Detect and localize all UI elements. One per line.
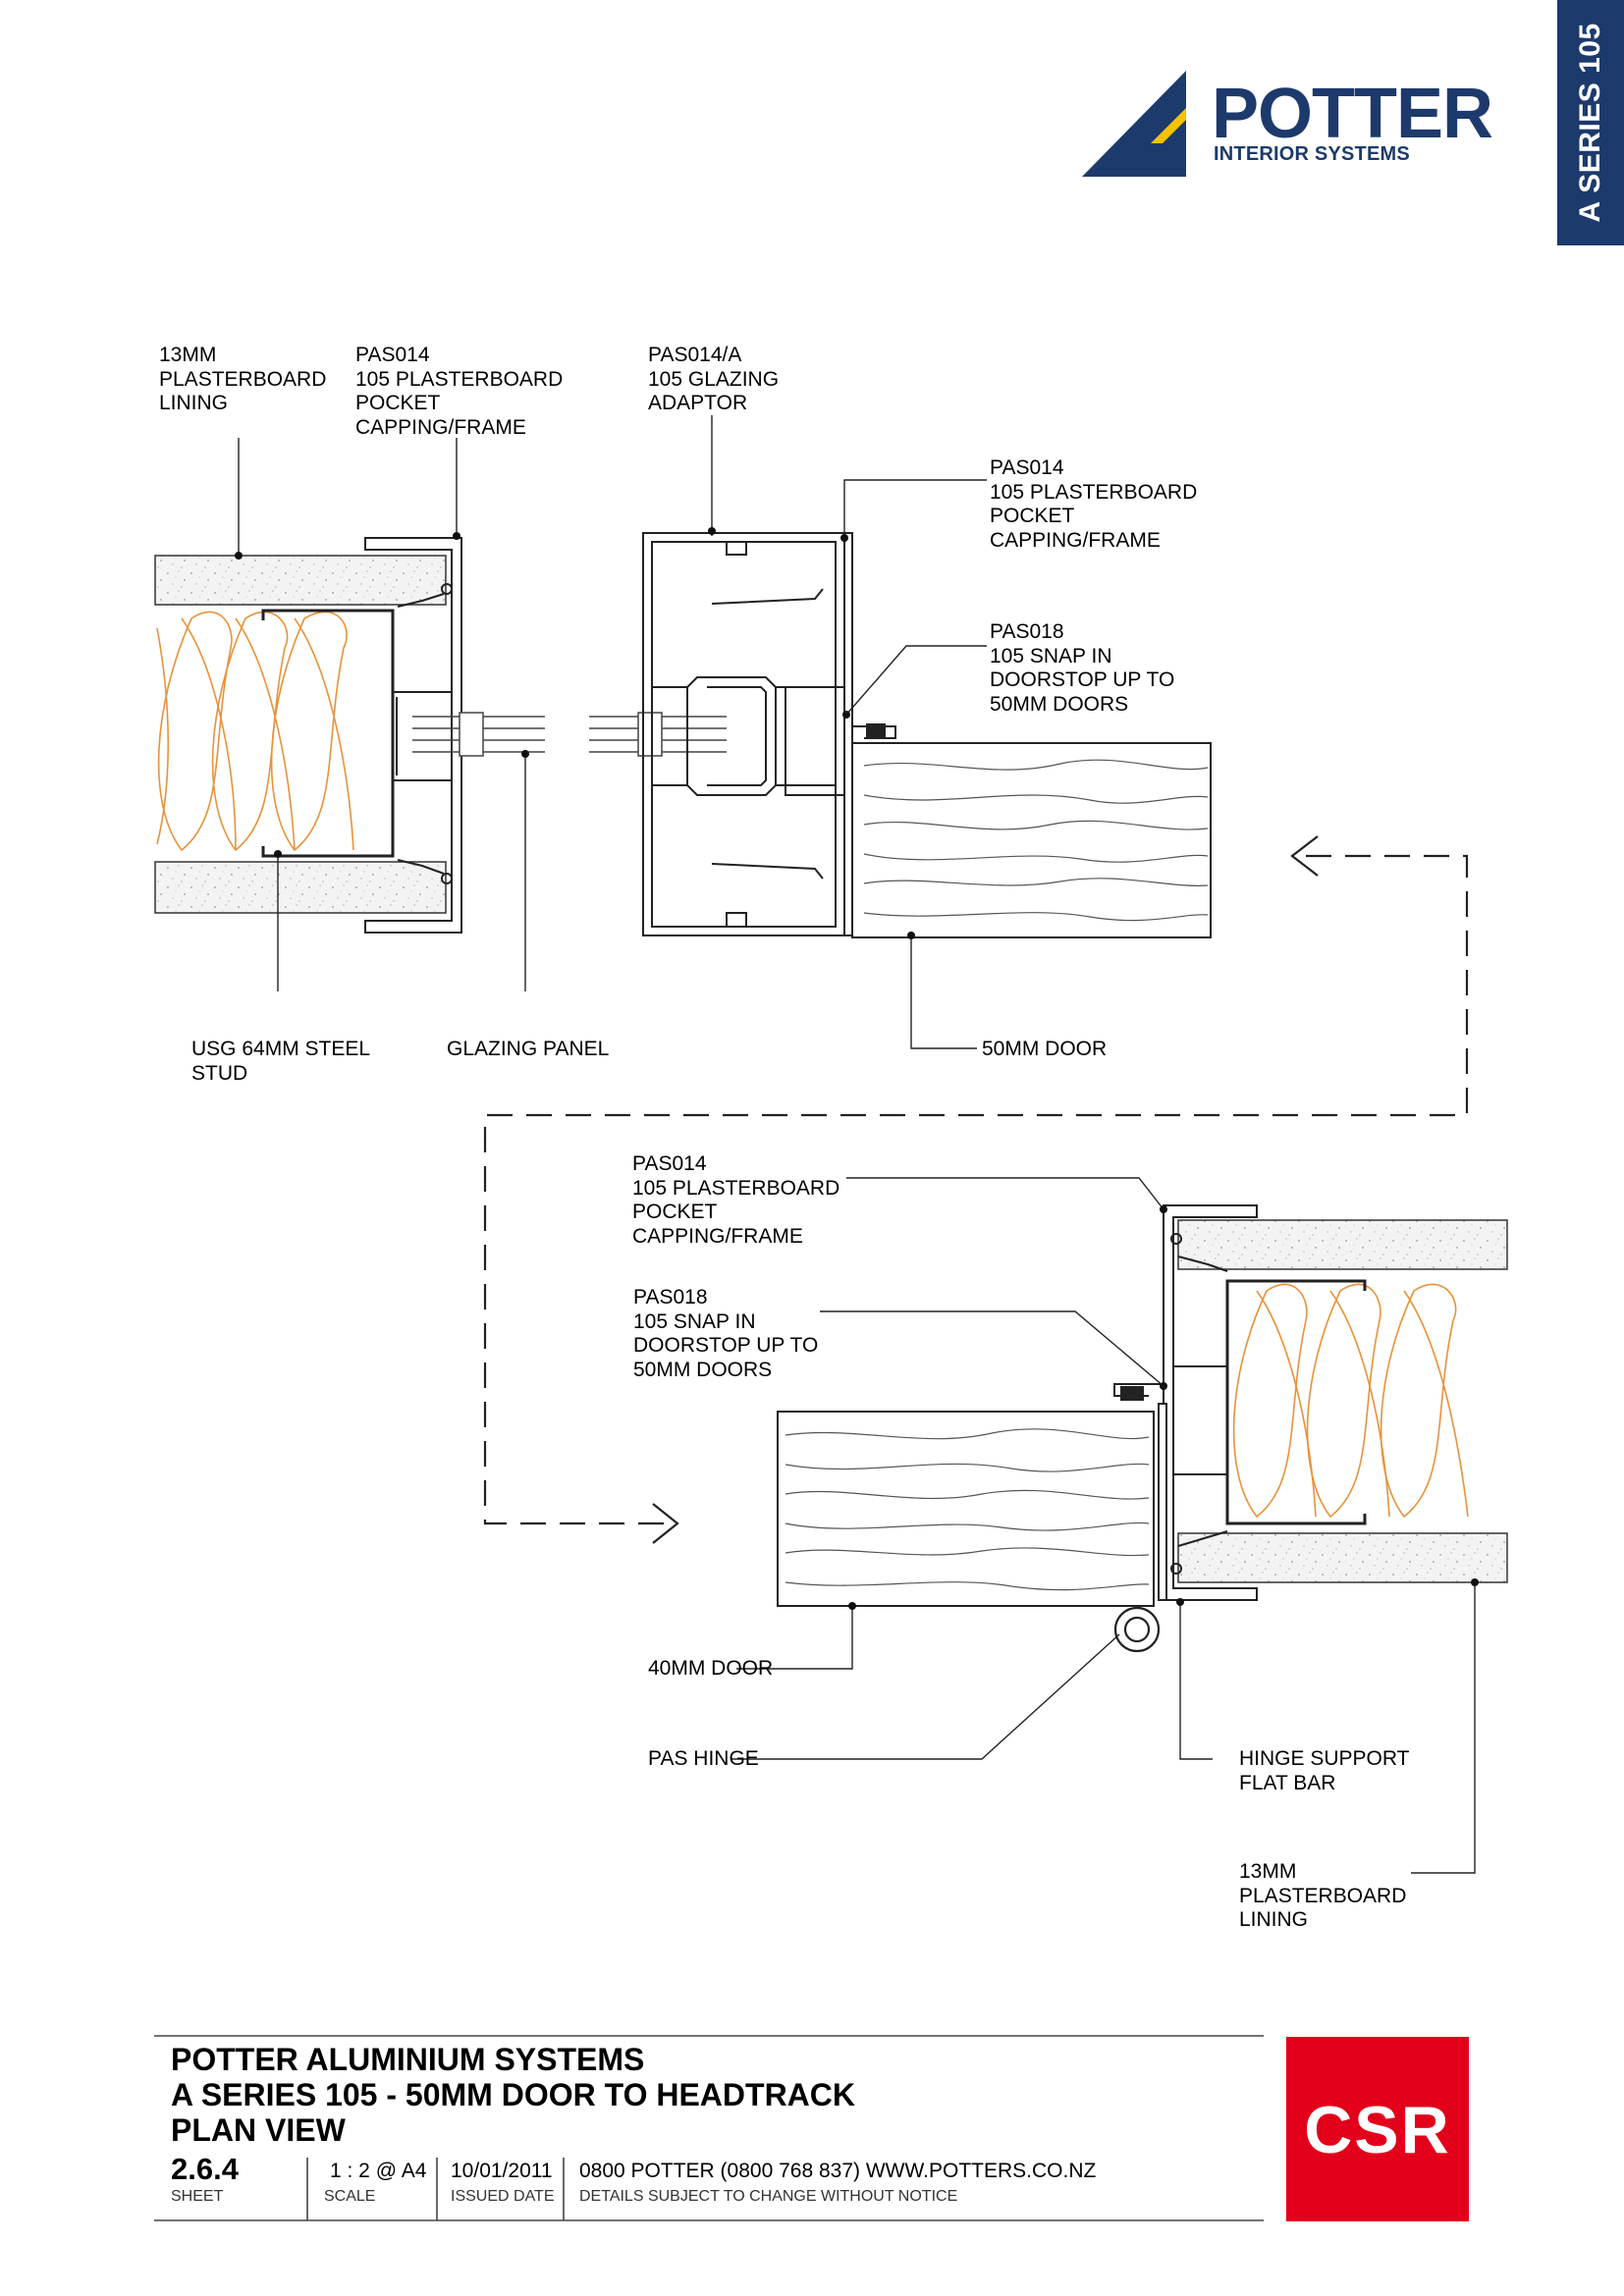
disclaimer-line: DETAILS SUBJECT TO CHANGE WITHOUT NOTICE	[579, 2188, 958, 2205]
label-doorstop-lower: PAS018 105 SNAP IN DOORSTOP UP TO 50MM D…	[633, 1286, 819, 1381]
transfer-arrows	[483, 835, 1469, 1544]
label-steel-stud: USG 64MM STEEL STUD	[191, 1038, 371, 1085]
title-block-lines	[154, 2035, 1264, 2221]
insulation-top	[156, 611, 354, 852]
label-hinge-support: HINGE SUPPORT FLAT BAR	[1239, 1747, 1410, 1794]
csr-logo-text: CSR	[1304, 2093, 1451, 2167]
label-capping-lower: PAS014 105 PLASTERBOARD POCKET CAPPING/F…	[632, 1152, 840, 1248]
label-plasterboard-bottom: 13MM PLASTERBOARD LINING	[1239, 1860, 1407, 1931]
door-50mm	[851, 742, 1212, 938]
glazing-adaptor-frame	[642, 532, 845, 936]
logo-subtitle: INTERIOR SYSTEMS	[1214, 143, 1410, 165]
title-view: PLAN VIEW	[171, 2112, 346, 2148]
hinge-support-flat-bar	[1158, 1403, 1167, 1601]
pas-hinge-icon	[1113, 1606, 1161, 1653]
series-tab: A SERIES 105	[1557, 0, 1624, 245]
plasterboard-lower-upper	[1177, 1219, 1508, 1270]
csr-logo: CSR	[1286, 2037, 1469, 2221]
doorstop-lower	[1113, 1383, 1164, 1401]
logo-name: POTTER	[1212, 75, 1493, 153]
label-doorstop-top: PAS018 105 SNAP IN DOORSTOP UP TO 50MM D…	[990, 620, 1175, 716]
label-door-50: 50MM DOOR	[982, 1038, 1108, 1060]
label-capping-right: PAS014 105 PLASTERBOARD POCKET CAPPING/F…	[990, 456, 1198, 552]
potter-logo-mark-icon	[1082, 71, 1186, 177]
insulation-lower	[1232, 1283, 1469, 1519]
glazing-panel	[412, 712, 727, 757]
plasterboard-top-left-upper	[154, 555, 447, 606]
label-door-40: 40MM DOOR	[648, 1657, 774, 1680]
door-40mm	[777, 1411, 1155, 1607]
scale-value: 1 : 2 @ A4	[330, 2160, 427, 2182]
capping-frame-left	[364, 537, 462, 934]
leader-lines	[238, 415, 1476, 1874]
label-glazing-adaptor: PAS014/A 105 GLAZING ADAPTOR	[648, 344, 780, 414]
capping-frame-lower	[1163, 1204, 1258, 1601]
date-caption: ISSUED DATE	[451, 2188, 555, 2205]
sheet-caption: SHEET	[171, 2188, 224, 2205]
label-hinge: PAS HINGE	[648, 1747, 759, 1770]
sheet-value: 2.6.4	[171, 2152, 239, 2186]
series-tab-label: A SERIES 105	[1574, 23, 1606, 223]
doorstop-top	[866, 723, 886, 737]
steel-stud-lower	[1225, 1279, 1367, 1525]
contact-line: 0800 POTTER (0800 768 837) WWW.POTTERS.C…	[579, 2160, 1097, 2182]
label-plasterboard-top: 13MM PLASTERBOARD LINING	[159, 344, 327, 414]
title-company: POTTER ALUMINIUM SYSTEMS	[171, 2042, 645, 2077]
label-glazing-panel: GLAZING PANEL	[447, 1038, 610, 1060]
plasterboard-lower-lower	[1177, 1532, 1508, 1583]
steel-stud-top	[261, 609, 395, 858]
date-value: 10/01/2011	[451, 2160, 553, 2182]
title-main: A SERIES 105 - 50MM DOOR TO HEADTRACK	[171, 2077, 855, 2112]
leader-dots	[235, 527, 1479, 1610]
label-capping-left: PAS014 105 PLASTERBOARD POCKET CAPPING/F…	[355, 344, 564, 439]
plasterboard-top-left-lower	[154, 861, 447, 914]
scale-caption: SCALE	[324, 2188, 376, 2205]
